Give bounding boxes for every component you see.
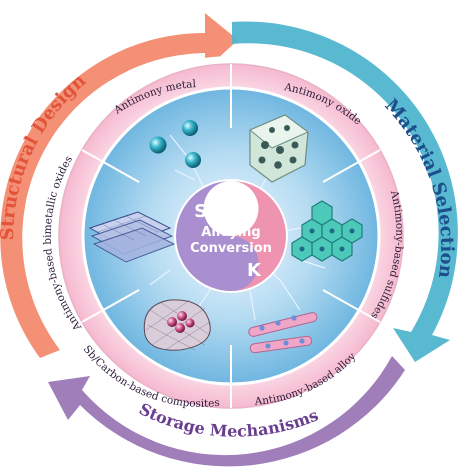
bimetallic-oxide-illustration [88, 211, 176, 263]
center-conversion: Conversion [190, 241, 272, 256]
sb-half [176, 181, 259, 291]
antimony-oxide-illustration [249, 114, 309, 183]
center-k: K [247, 260, 262, 281]
center-alloying: Alloying [201, 225, 260, 240]
center-sb: Sb [194, 201, 220, 222]
outer-arc-structural [0, 13, 238, 358]
antimony-metal-illustration [149, 120, 201, 168]
sector-dividers [81, 64, 381, 408]
antimony-alloy-illustration [248, 312, 318, 354]
outer-arc-storage [48, 356, 405, 467]
antimony-sulfides-illustration [291, 200, 363, 262]
outer-arc-material [232, 21, 458, 363]
yin-yang-center [174, 179, 288, 293]
carbon-composite-illustration [143, 299, 211, 351]
